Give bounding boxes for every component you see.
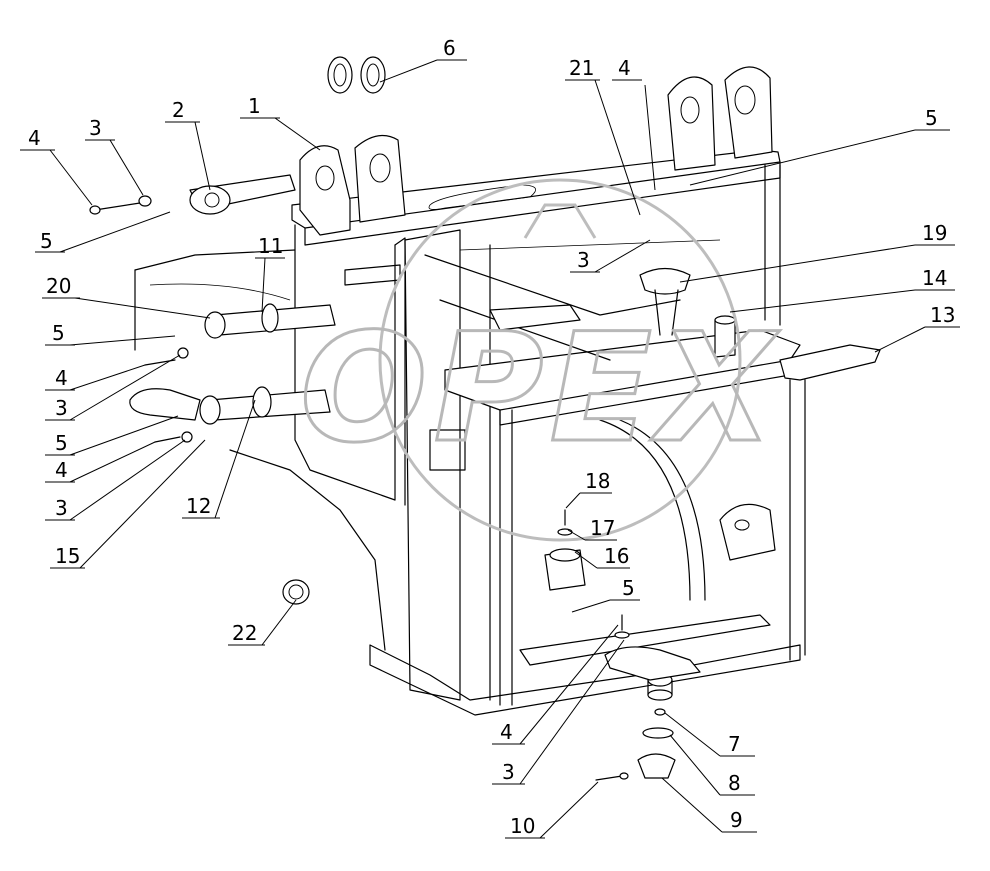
callout-9: 9 (730, 808, 743, 832)
callout-17: 17 (590, 516, 615, 540)
callout-4-low-left: 4 (55, 458, 68, 482)
callout-4-top: 4 (618, 56, 631, 80)
watermark: OPEX (299, 178, 780, 542)
callout-5-low-left: 5 (55, 431, 68, 455)
callout-3-bottom: 3 (502, 760, 515, 784)
callout-21: 21 (569, 56, 594, 80)
callout-16: 16 (604, 544, 629, 568)
callout-18: 18 (585, 469, 610, 493)
callout-10: 10 (510, 814, 535, 838)
callout-3-mid: 3 (577, 248, 590, 272)
frame-body (89, 56, 881, 781)
callout-12: 12 (186, 494, 211, 518)
callout-2: 2 (172, 98, 185, 122)
callout-4-top-left: 4 (28, 126, 41, 150)
callout-3-top-left: 3 (89, 116, 102, 140)
callout-20: 20 (46, 274, 71, 298)
callout-5-mid-left: 5 (52, 321, 65, 345)
callout-5-top-left: 5 (40, 229, 53, 253)
watermark-text: OPEX (300, 302, 780, 476)
callout-labels: 1 2 3 4 5 6 21 4 5 19 3 14 13 (20, 36, 960, 839)
callout-13: 13 (930, 303, 955, 327)
callout-6: 6 (443, 36, 456, 60)
callout-4-bottom: 4 (500, 720, 513, 744)
callout-14: 14 (922, 266, 947, 290)
callout-7: 7 (728, 732, 741, 756)
callout-11: 11 (258, 234, 283, 258)
callout-19: 19 (922, 221, 947, 245)
callout-5-center: 5 (622, 576, 635, 600)
callout-3-low-left: 3 (55, 496, 68, 520)
callout-5-top-right: 5 (925, 106, 938, 130)
callout-22: 22 (232, 621, 257, 645)
callout-1: 1 (248, 94, 261, 118)
callout-15: 15 (55, 544, 80, 568)
callout-8: 8 (728, 771, 741, 795)
callout-3-mid-left: 3 (55, 396, 68, 420)
callout-4-mid-left: 4 (55, 366, 68, 390)
